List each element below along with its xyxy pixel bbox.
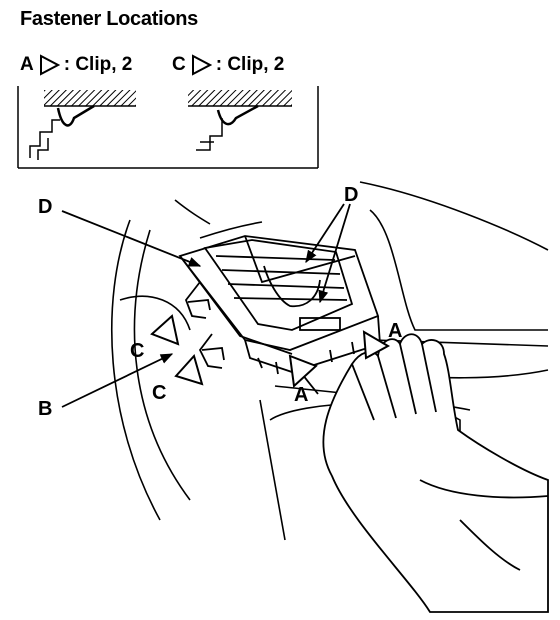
clip-a-right-triangle-icon [362,330,391,360]
air-vent-assembly [178,235,381,375]
clip-c-upper-triangle-icon [150,314,180,346]
legend-letter-c: C [172,54,186,75]
callout-a-bottom: A [294,384,309,406]
callout-c-upper: C [130,340,145,362]
legend-clip-c: C : Clip, 2 [172,54,284,76]
callout-b: B [38,398,53,420]
legend-clip-a: A : Clip, 2 [20,54,132,76]
legend-text-a: : Clip, 2 [63,54,133,75]
diagram-title: Fastener Locations [20,8,198,30]
leader-lines [61,203,351,408]
legend-letter-a: A [20,54,34,75]
callout-a-right: A [388,320,403,342]
clip-detail-inset [17,86,319,169]
clip-triangle-icon [191,54,212,76]
callout-d-left: D [38,196,53,218]
clip-triangle-icon [39,54,60,76]
callout-c-lower: C [152,382,167,404]
callout-d-right: D [344,184,359,206]
clip-c-lower-triangle-icon [174,353,204,386]
clip-markers [150,314,391,389]
clip-a-bottom-triangle-icon [288,354,318,389]
legend-text-c: : Clip, 2 [215,54,285,75]
hand-illustration [291,333,549,613]
